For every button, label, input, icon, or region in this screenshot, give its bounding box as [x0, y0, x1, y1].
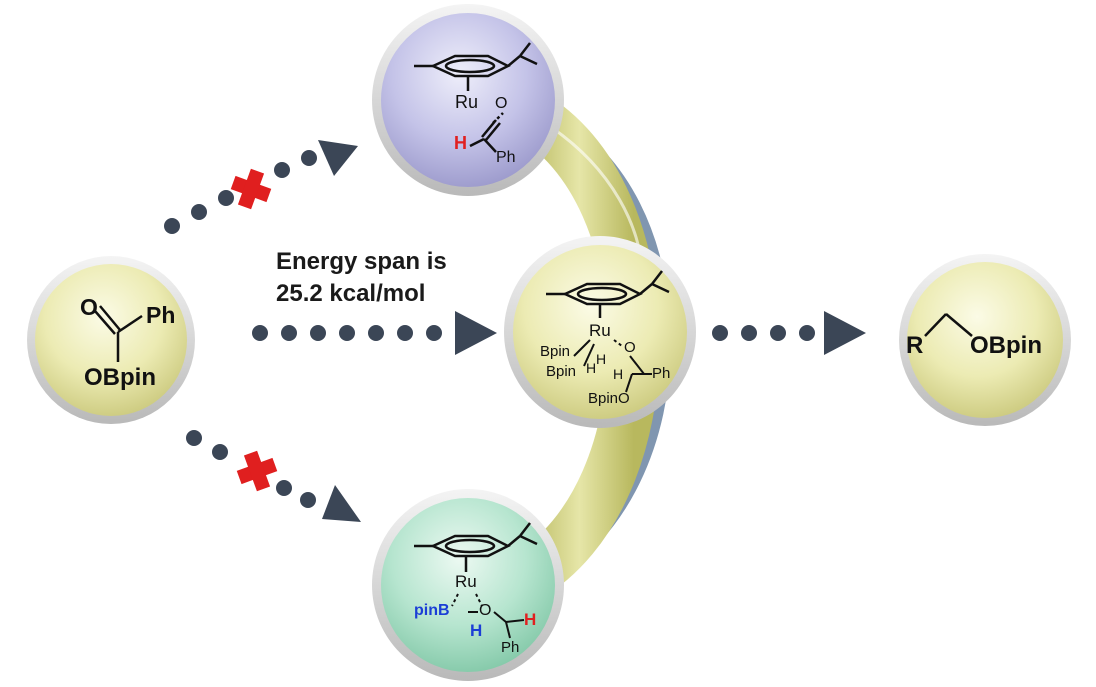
product-obpin-label: OBpin: [970, 332, 1042, 359]
arrow-to-product: [712, 311, 866, 355]
alkoxide-bonds: [451, 593, 525, 639]
middle-ru-label: Ru: [589, 321, 611, 340]
energy-span-value: 25.2 kcal/mol: [276, 280, 426, 307]
substrate-ph-label: Ph: [146, 302, 176, 328]
middle-h3-label: H: [613, 366, 624, 382]
bottom-ru-label: Ru: [455, 572, 477, 591]
middle-bpin2-label: Bpin: [546, 363, 577, 380]
energy-span-label: Energy span is 25.2 kcal/mol: [276, 246, 447, 310]
middle-bpin1-label: Bpin: [540, 343, 571, 360]
blocked-mark-bottom: [236, 450, 278, 492]
arrow-dot: [218, 190, 234, 206]
arrow-to-middle: [252, 311, 497, 355]
benzoate-structure: [94, 305, 143, 362]
arrow-dot: [274, 162, 290, 178]
hydride-bonds: [573, 339, 652, 393]
blocked-mark-top: [230, 168, 272, 210]
arrow-dot: [281, 325, 297, 341]
arrow-to-top: [164, 140, 358, 234]
middle-h2-label: H: [586, 360, 597, 376]
cymene-ligand: [546, 270, 670, 318]
product-bonds: [924, 313, 973, 337]
arrow-dot: [164, 218, 180, 234]
cymene-ligand: [414, 522, 538, 572]
arrow-dot: [186, 430, 202, 446]
energy-span-line1: Energy span is: [276, 248, 447, 275]
arrow-dot: [397, 325, 413, 341]
middle-intermediate-node: [504, 236, 696, 428]
bottom-h-red-label: H: [524, 610, 537, 629]
top-ru-label: Ru: [455, 92, 479, 112]
top-o-label: O: [495, 95, 508, 112]
bottom-pinb-label: pinB: [414, 602, 450, 619]
arrow-dot: [301, 150, 317, 166]
arrow-dot: [300, 492, 316, 508]
arrow-head: [322, 485, 361, 522]
middle-o-label: O: [624, 339, 636, 356]
arrow-dot: [770, 325, 786, 341]
substrate-node: [27, 256, 195, 424]
top-intermediate-node: [372, 4, 564, 196]
middle-h1-label: H: [596, 351, 607, 367]
cymene-ligand: [414, 42, 538, 91]
bottom-o-label: O: [479, 602, 492, 619]
arrow-dot: [212, 444, 228, 460]
pathway-arrows: [164, 140, 866, 522]
top-h-label: H: [454, 133, 467, 153]
arrow-to-bottom: [186, 430, 361, 522]
substrate-o-label: O: [80, 294, 98, 320]
arrow-head: [318, 140, 358, 176]
arrow-dot: [191, 204, 207, 220]
product-r-label: R: [906, 332, 924, 359]
arrow-dot: [310, 325, 326, 341]
middle-bpino-label: BpinO: [588, 390, 630, 407]
arrow-dot: [368, 325, 384, 341]
bottom-ph-label: Ph: [501, 639, 520, 656]
arrow-dot: [339, 325, 355, 341]
arrow-dot: [252, 325, 268, 341]
aldehyde-bonds: [469, 112, 504, 153]
substrate-obpin-label: OBpin: [84, 364, 156, 391]
arrow-dot: [426, 325, 442, 341]
top-ph-label: Ph: [496, 149, 516, 166]
arrow-head: [455, 311, 497, 355]
arrow-dot: [712, 325, 728, 341]
bottom-h-blue-label: H: [470, 621, 483, 640]
bottom-intermediate-node: [372, 489, 564, 681]
product-node: [899, 254, 1071, 426]
middle-ph-label: Ph: [652, 365, 671, 382]
arrow-dot: [741, 325, 757, 341]
arrow-dot: [799, 325, 815, 341]
arrow-head: [824, 311, 866, 355]
arrow-dot: [276, 480, 292, 496]
